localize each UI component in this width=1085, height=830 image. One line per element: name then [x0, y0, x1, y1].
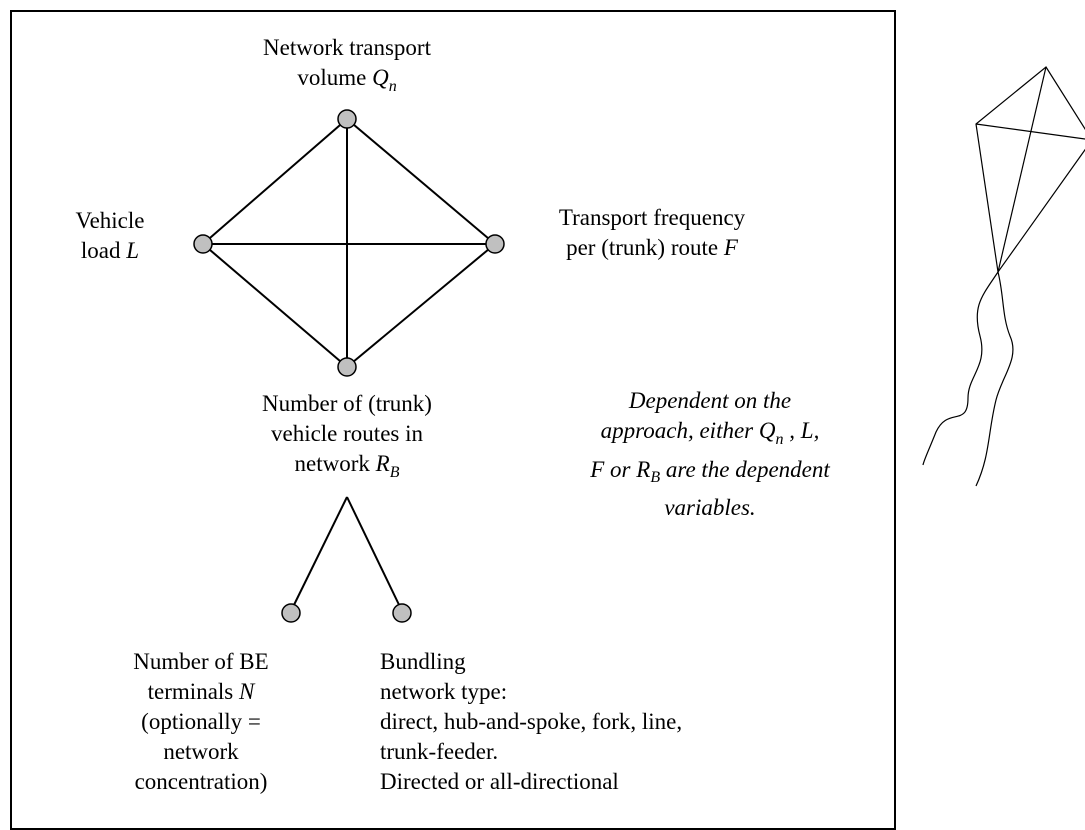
diagram-nodes [193, 109, 505, 623]
label-vehicle-routes-prefix: network [294, 451, 376, 476]
symbol-r: R [375, 451, 390, 476]
note-line3-end: are the dependent [660, 456, 830, 482]
edge-top-right [346, 118, 496, 245]
label-bundling-line1: Bundling [380, 649, 466, 674]
edge-branch-terminals [290, 496, 348, 612]
label-vehicle-routes-line3: network RB [217, 449, 477, 488]
diamond-edges [202, 118, 496, 368]
kite-spar-horizontal [975, 123, 1085, 140]
kite-spar-vertical [997, 66, 1047, 273]
label-vehicle-load-line2: load L [55, 236, 165, 266]
note-line3: F or RB are the dependent [560, 455, 860, 494]
label-bundling-line3: direct, hub-and-spoke, fork, line, [380, 709, 683, 734]
symbol-r-sub: B [389, 463, 400, 481]
node-vehicle-load [193, 234, 213, 254]
note-line1: Dependent on the [628, 388, 792, 413]
label-vehicle-load: Vehicle load L [55, 206, 165, 266]
node-transport-frequency [485, 234, 505, 254]
label-be-terminals-line3: (optionally = [141, 709, 261, 734]
edge-top-left [202, 118, 348, 245]
symbol-q-sub: n [388, 77, 397, 95]
note-symbol-r: R [636, 456, 651, 482]
label-vehicle-routes-line1: Number of (trunk) [262, 391, 432, 416]
label-be-terminals-line4: network [163, 739, 239, 764]
note-symbol-l: L [800, 418, 814, 443]
label-transport-volume-prefix: volume [297, 65, 373, 90]
symbol-n: N [239, 679, 255, 704]
kite-illustration [922, 66, 1085, 487]
symbol-q: Q [372, 65, 389, 90]
label-transport-frequency-line2: per (trunk) route F [522, 233, 782, 263]
edge-branch-bundling [346, 496, 403, 612]
label-bundling: Bundling network type: direct, hub-and-s… [380, 647, 800, 797]
label-transport-volume: Network transport volume Qn [227, 33, 467, 102]
note-line2-mid: , [783, 418, 801, 443]
edge-left-bottom [202, 243, 348, 368]
label-be-terminals-line2-prefix: terminals [147, 679, 239, 704]
label-transport-frequency-line1: Transport frequency [558, 205, 746, 230]
label-bundling-line4: trunk-feeder. [380, 739, 499, 764]
dependency-note: Dependent on the approach, either Qn , L… [560, 386, 860, 523]
note-line2: approach, either Qn , L, [560, 416, 860, 455]
node-be-terminals [281, 603, 301, 623]
label-bundling-line2: network type: [380, 679, 508, 704]
note-line2-end: , [813, 418, 820, 443]
note-symbol-q-sub: n [775, 430, 784, 448]
label-transport-frequency-prefix: per (trunk) route [566, 235, 724, 260]
label-transport-frequency: Transport frequency per (trunk) route F [522, 203, 782, 263]
label-bundling-line5: Directed or all-directional [380, 769, 619, 794]
note-line3-mid: or [604, 456, 637, 482]
label-vehicle-load-line1: Vehicle [75, 208, 145, 233]
note-symbol-r-sub: B [650, 469, 661, 487]
label-vehicle-load-prefix: load [80, 238, 127, 263]
label-be-terminals-line1: Number of BE [133, 649, 269, 674]
label-vehicle-routes: Number of (trunk) vehicle routes in netw… [217, 389, 477, 488]
note-line2-prefix: approach, either [600, 418, 759, 443]
node-vehicle-routes [337, 357, 357, 377]
kite-tail-left [922, 271, 999, 466]
edge-right-bottom [346, 243, 496, 368]
label-be-terminals-line5: concentration) [134, 769, 268, 794]
note-symbol-f: F [590, 456, 605, 482]
label-vehicle-routes-line2: vehicle routes in [270, 421, 423, 446]
label-transport-volume-line1: Network transport [263, 35, 431, 60]
node-transport-volume [337, 109, 357, 129]
note-symbol-q: Q [758, 418, 776, 443]
kite-outline [975, 66, 1085, 274]
branch-edges [290, 496, 403, 612]
node-bundling [392, 603, 412, 623]
note-line4: variables. [664, 495, 756, 521]
label-be-terminals-line2: terminals N [111, 677, 291, 707]
symbol-l: L [126, 238, 140, 263]
label-be-terminals: Number of BE terminals N (optionally = n… [111, 647, 291, 797]
symbol-f: F [723, 235, 738, 260]
kite-tail-right [975, 271, 1014, 487]
label-transport-volume-line2: volume Qn [227, 63, 467, 102]
